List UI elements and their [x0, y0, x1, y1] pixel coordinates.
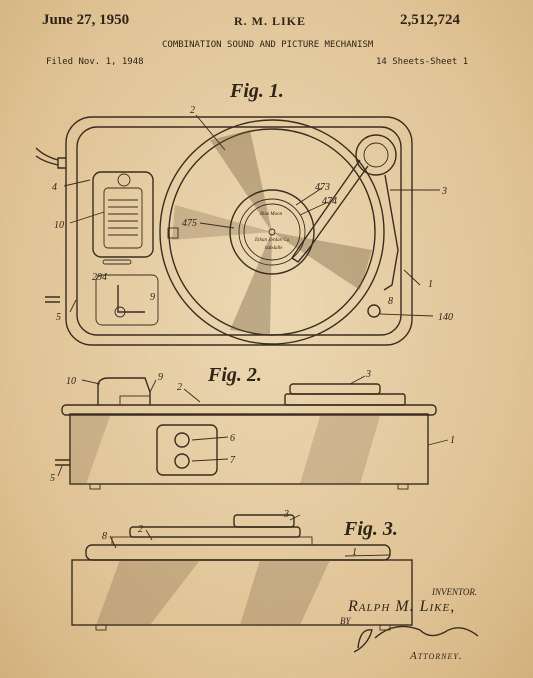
svg-text:294: 294: [92, 272, 107, 283]
fig1-platter-outer: [159, 119, 385, 345]
svg-text:10: 10: [66, 376, 76, 387]
filed-date: Filed Nov. 1, 1948: [46, 57, 144, 67]
by-label: BY: [340, 616, 351, 626]
svg-text:473: 473: [315, 182, 330, 193]
fig3-drawing: 8 2 3 1: [71, 509, 413, 631]
svg-text:8: 8: [102, 531, 107, 542]
fig1-control-lever: [117, 285, 145, 313]
fig1-platter-rim: [168, 128, 376, 336]
svg-text:140: 140: [438, 312, 453, 323]
fig2-knob-7: [174, 453, 190, 469]
inventor-short-name: R. M. LIKE: [234, 14, 307, 28]
fig2-cabinet: [69, 413, 429, 485]
svg-text:3: 3: [365, 369, 371, 380]
svg-text:3: 3: [283, 509, 289, 520]
fig2-side-knob: [55, 459, 70, 466]
attorney-signature: [353, 625, 479, 653]
fig2-drawing: 10 9 2 3 6 7 1 5: [50, 369, 455, 490]
svg-text:1: 1: [352, 547, 357, 558]
fig3-top-plate: [85, 544, 391, 561]
fig1-side-knob: [45, 296, 60, 303]
record-label-line2: Ethan Jordan Co.: [255, 238, 291, 243]
fig1-drawing: 2 3 4 10 473 474 475 294 9 8 1 5 140: [35, 105, 453, 346]
svg-text:1: 1: [450, 435, 455, 446]
fig1-cord: [35, 147, 59, 161]
svg-text:2: 2: [177, 382, 182, 393]
record-label-line3: hubdalle: [265, 246, 283, 251]
svg-text:1: 1: [428, 279, 433, 290]
fig1-tonearm: [291, 159, 369, 263]
fig1-cord-plug: [57, 157, 66, 169]
svg-text:2: 2: [138, 524, 143, 535]
svg-text:8: 8: [388, 296, 393, 307]
patent-date: June 27, 1950: [42, 12, 130, 28]
fig2-control-panel: [156, 424, 218, 476]
svg-text:4: 4: [52, 182, 57, 193]
record-label-line1: Blue Moon: [260, 212, 283, 217]
fig1-control-panel: [95, 274, 159, 326]
fig1-speaker-grill: [108, 199, 138, 236]
svg-text:3: 3: [441, 186, 447, 197]
svg-text:10: 10: [54, 220, 64, 231]
patent-number: 2,512,724: [400, 12, 460, 28]
fig1-outer-case: [65, 116, 413, 346]
fig1-record: [229, 189, 315, 275]
svg-text:7: 7: [230, 455, 236, 466]
fig2-platter: [284, 393, 406, 406]
svg-text:6: 6: [230, 433, 235, 444]
fig2-tonearm: [289, 383, 381, 395]
fig3-label: Fig. 3.: [344, 518, 398, 540]
fig1-inner-case: [76, 126, 402, 336]
patent-title: COMBINATION SOUND AND PICTURE MECHANISM: [162, 40, 374, 50]
fig1-button-8: [367, 304, 381, 318]
fig1-tonearm-base: [355, 134, 397, 176]
fig1-arm-rest: [383, 174, 399, 291]
svg-text:2: 2: [190, 105, 195, 116]
sheets-info: 14 Sheets-Sheet 1: [376, 57, 469, 67]
fig2-top-plate: [61, 404, 437, 416]
fig3-platter: [129, 526, 301, 538]
fig1-label: Fig. 1.: [230, 80, 284, 102]
inventor-name: Ralph M. Like,: [348, 598, 456, 615]
attorney-label: Attorney.: [410, 650, 463, 662]
inventor-label: INVENTOR.: [432, 587, 478, 597]
fig1-speaker-panel: [92, 171, 154, 258]
fig2-label: Fig. 2.: [208, 364, 262, 386]
svg-text:475: 475: [182, 218, 197, 229]
svg-text:9: 9: [158, 372, 163, 383]
svg-text:474: 474: [322, 196, 337, 207]
svg-text:5: 5: [50, 473, 55, 484]
svg-text:9: 9: [150, 292, 155, 303]
svg-text:5: 5: [56, 312, 61, 323]
fig2-knob-6: [174, 432, 190, 448]
fig2-speaker-housing: [97, 377, 151, 405]
